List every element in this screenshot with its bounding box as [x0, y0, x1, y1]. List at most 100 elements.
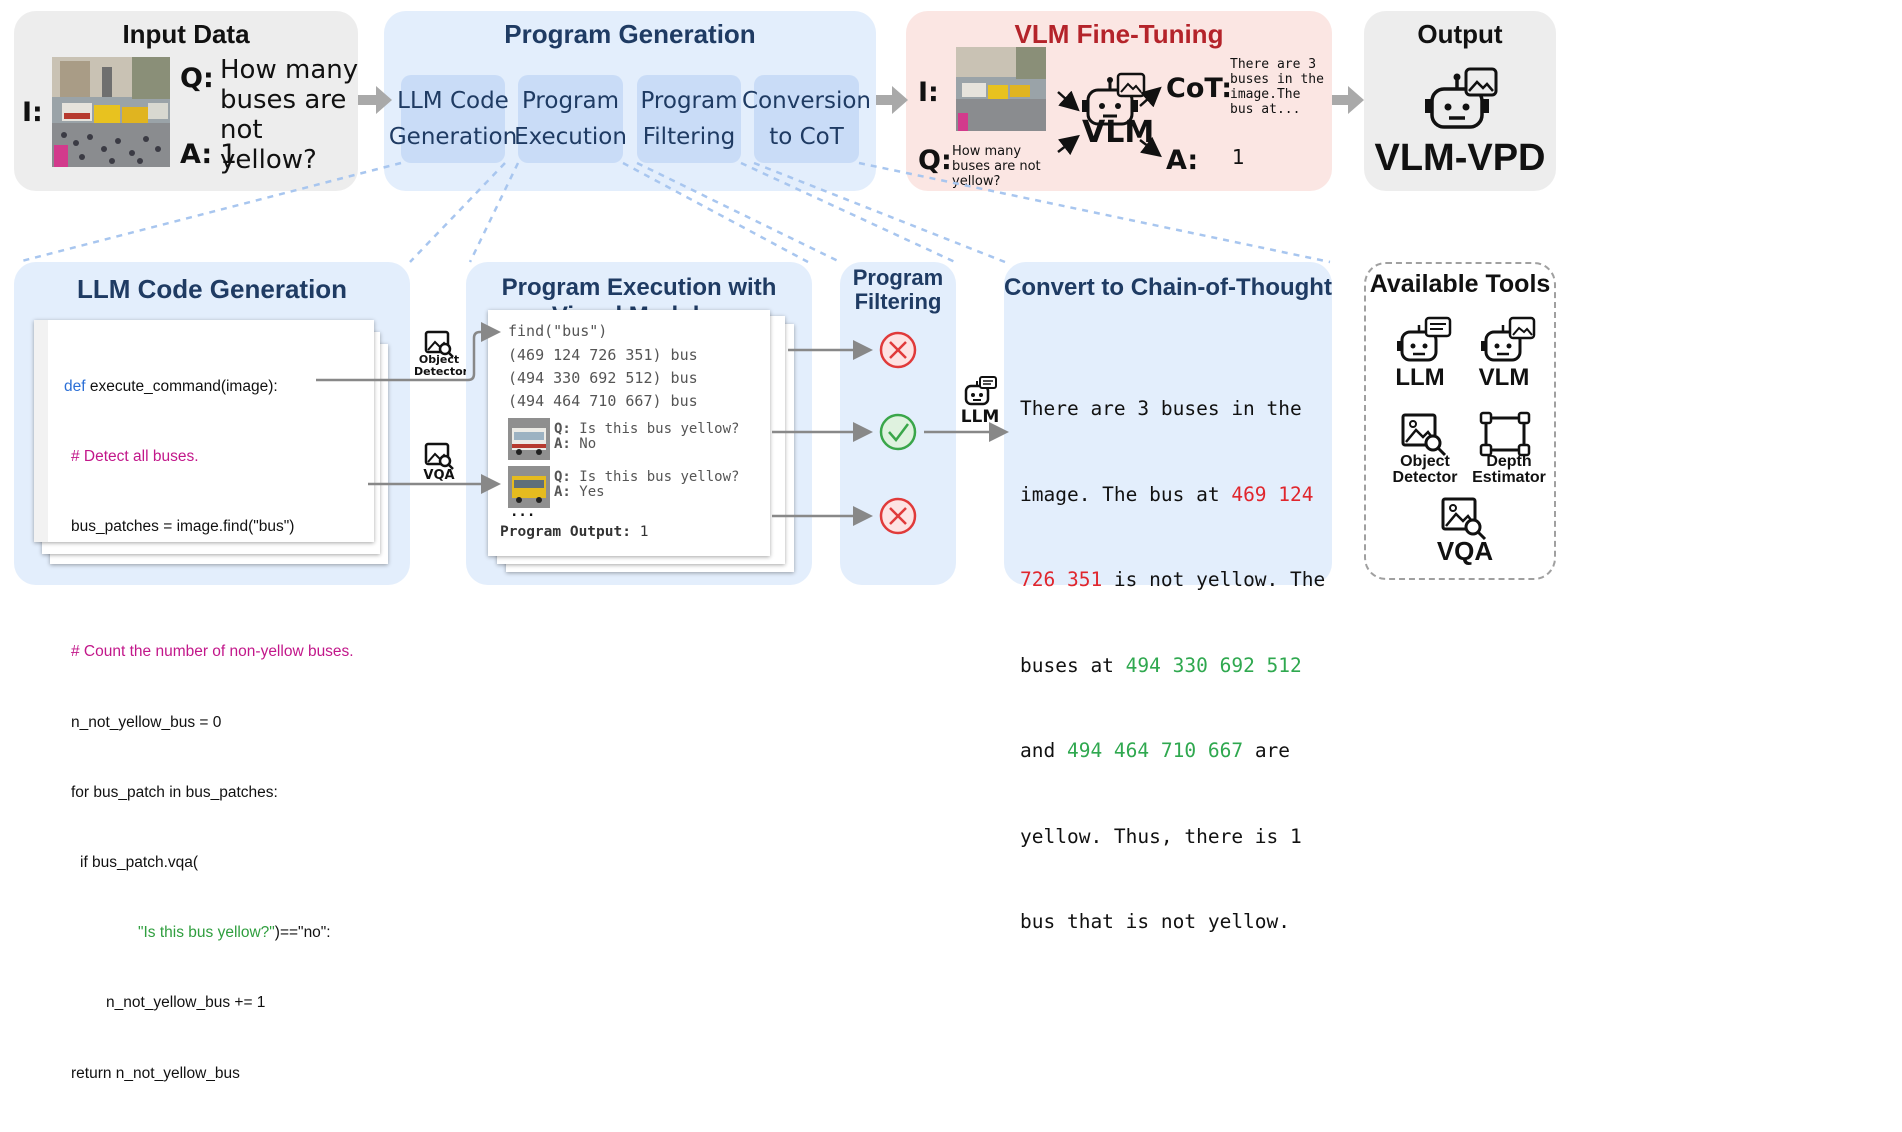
program-filtering-panel: Program Filtering [840, 262, 956, 585]
a-label: A: [554, 436, 571, 452]
step-program-execution: Program Execution [514, 75, 627, 163]
cot-line: and 494 464 710 667 are [1020, 737, 1325, 766]
cot-text: There are 3 buses in the image. The bus … [1020, 338, 1325, 994]
exec-paper: find("bus") (469 124 726 351) bus (494 3… [488, 310, 770, 556]
convert-cot-panel: Convert to Chain-of-Thought There are 3 … [1004, 262, 1332, 933]
code-line-text: execute_command(image): [85, 377, 278, 395]
finetune-question-label: Q: [918, 145, 952, 176]
vqa-icon [424, 442, 454, 470]
code-line-vqa-arg: "Is this bus yellow?")=="no": [64, 921, 354, 944]
code-line-comment: # Count the number of non-yellow buses. [71, 643, 354, 661]
exec-qa-1-a-text: No [579, 436, 597, 452]
code-string: "Is this bus yellow?" [138, 924, 275, 942]
tool-object-detector-icon [1401, 413, 1447, 457]
cot-coord-green: 494 330 692 512 [1125, 653, 1302, 677]
tool-vlm-icon [1481, 316, 1536, 362]
cot-text-segment: image. The bus at [1020, 482, 1232, 506]
exec-qa-2-q-text: Is this bus yellow? [579, 469, 740, 485]
input-data-panel: Input Data I: Q: How many buses are not … [14, 11, 358, 191]
cot-line: image. The bus at 469 124 [1020, 481, 1325, 510]
code-line-find: bus_patches = image.find("bus") [71, 518, 295, 536]
tool-vqa-icon [1441, 497, 1487, 541]
exec-qa-2-answer: A: Yes [554, 485, 739, 500]
code-line-return: return n_not_yellow_bus [71, 1064, 240, 1082]
finetune-question-text: How many buses are not yellow? [952, 144, 1041, 189]
cot-text-segment: There are 3 buses in the [1020, 397, 1302, 420]
step-conversion-to-cot: Conversion to CoT [742, 75, 871, 163]
exec-qa-1: Q: Is this bus yellow? A: No [554, 422, 739, 452]
finetune-image-label: I: [918, 77, 939, 108]
exec-find-call: find("bus") [508, 322, 608, 340]
exec-qa-2: Q: Is this bus yellow? A: Yes [554, 470, 739, 500]
bus-scene-photo [52, 57, 170, 167]
tool-vlm-label: VLM [1478, 364, 1530, 391]
code-listing: def execute_command(image): # Detect all… [64, 328, 354, 1132]
tool-llm-label: LLM [1395, 364, 1445, 391]
input-answer-label: A: [180, 139, 213, 170]
cot-coord-red: 469 124 [1231, 482, 1314, 506]
convert-cot-title: Convert to Chain-of-Thought [1004, 274, 1332, 301]
code-line-def: def execute_command(image): [64, 375, 354, 398]
a-label: A: [554, 484, 571, 500]
finetune-cot-label: CoT: [1166, 73, 1233, 104]
input-data-title: Input Data [122, 19, 250, 49]
input-question-label: Q: [180, 63, 214, 94]
cot-line: bus that is not yellow. [1020, 908, 1325, 937]
exec-box-2: (494 330 692 512) bus [508, 369, 698, 387]
code-line-init: n_not_yellow_bus = 0 [71, 713, 222, 731]
cot-line: There are 3 buses in the [1020, 395, 1325, 424]
cot-text-segment: bus that is not yellow. [1020, 910, 1291, 933]
exec-qa-1-answer: A: No [554, 437, 739, 452]
exec-box-1: (469 124 726 351) bus [508, 346, 698, 364]
cot-text-segment: buses at [1020, 653, 1126, 677]
cot-text-segment: yellow. Thus, there is 1 [1020, 824, 1302, 848]
program-filtering-title: Program Filtering [852, 265, 944, 314]
exec-program-output: Program Output: 1 [500, 524, 648, 540]
tool-depth-estimator-icon [1479, 411, 1531, 457]
code-paper: def execute_command(image): # Detect all… [34, 320, 374, 1082]
object-detector-label: Object Detector [414, 353, 469, 378]
cot-line: 726 351 is not yellow. The [1020, 566, 1325, 595]
program-output-label: Program Output: [500, 524, 631, 540]
input-question-text: How many buses are not yellow? [220, 55, 359, 175]
cot-text-segment: are [1243, 739, 1291, 762]
finetune-answer-label: A: [1166, 145, 1199, 176]
tool-vqa-label: VQA [1436, 536, 1494, 566]
code-line-increment: n_not_yellow_bus += 1 [106, 994, 266, 1012]
tool-depth-estimator-label: Depth Estimator [1472, 453, 1546, 486]
llm-robot-label: LLM [960, 407, 1000, 427]
cot-text-segment: and [1020, 739, 1067, 762]
code-line-comment: # Detect all buses. [71, 448, 199, 466]
output-title: Output [1417, 19, 1503, 49]
exec-ellipsis: ... [510, 504, 536, 520]
input-answer-text: 1 [220, 139, 238, 170]
cot-coord-green: 494 464 710 667 [1066, 739, 1244, 762]
exec-qa-1-q-text: Is this bus yellow? [579, 421, 740, 437]
finetune-answer-text: 1 [1232, 145, 1245, 169]
program-output-value: 1 [639, 524, 649, 540]
output-vlm-robot-icon [1425, 67, 1498, 129]
output-model-name: VLM-VPD [1374, 137, 1546, 179]
available-tools-panel: Available Tools LLM VLM Object Detector [1364, 262, 1556, 580]
vlm-finetuning-title: VLM Fine-Tuning [1014, 19, 1224, 49]
exec-qa-1-question: Q: Is this bus yellow? [554, 422, 739, 437]
output-panel: Output VLM-VPD [1364, 11, 1556, 191]
code-line-if: if bus_patch.vqa( [80, 853, 199, 871]
step-program-filtering: Program Filtering [637, 75, 741, 163]
q-label: Q: [554, 421, 571, 437]
finetune-cot-text: There are 3 buses in the image.The bus a… [1230, 57, 1324, 117]
tool-object-detector-label: Object Detector [1392, 453, 1458, 486]
code-keyword: def [64, 377, 86, 395]
available-tools-title: Available Tools [1369, 270, 1551, 298]
cot-line: yellow. Thus, there is 1 [1020, 823, 1325, 852]
vlm-finetuning-panel: VLM Fine-Tuning I: Q: How many buses are… [906, 11, 1332, 191]
cot-text-segment: is not yellow. The [1102, 568, 1326, 591]
code-line-blank [64, 585, 354, 593]
input-image-label: I: [22, 97, 43, 128]
vlm-robot-icon [1082, 72, 1146, 126]
finetune-bus-photo [956, 47, 1046, 131]
exec-box-3: (494 464 710 667) bus [508, 392, 698, 410]
vqa-tool-label: VQA [423, 468, 455, 483]
exec-qa-2-question: Q: Is this bus yellow? [554, 470, 739, 485]
bus-patch-2-image [508, 466, 550, 508]
